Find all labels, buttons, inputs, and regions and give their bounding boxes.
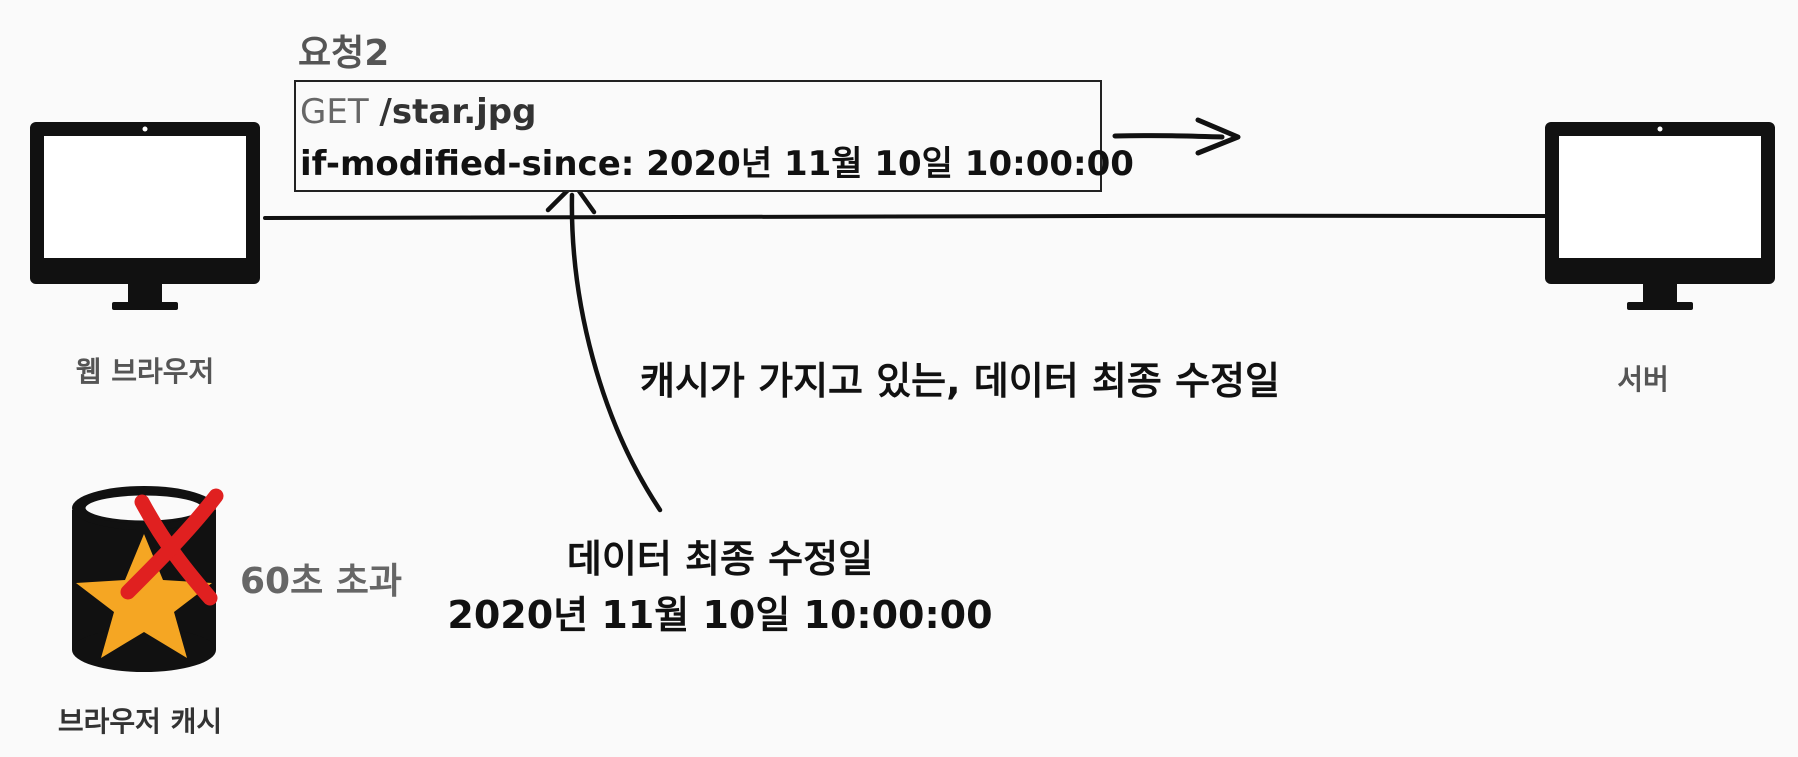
cache-database-icon bbox=[72, 486, 224, 672]
red-cross-icon bbox=[120, 488, 224, 606]
request-arrow-icon bbox=[1112, 117, 1241, 156]
curved-arrow-icon bbox=[545, 181, 663, 513]
request-path: /star.jpg bbox=[379, 92, 537, 132]
request-method: GET bbox=[300, 92, 369, 132]
request-title: 요청2 bbox=[298, 33, 390, 74]
browser-monitor-icon bbox=[30, 122, 260, 310]
stored-date-value: 2020년 11월 10일 10:00:00 bbox=[447, 593, 993, 637]
browser-label: 웹 브라우저 bbox=[75, 355, 215, 388]
star-icon bbox=[76, 534, 212, 658]
cache-label: 브라우저 캐시 bbox=[57, 705, 223, 738]
request-box bbox=[294, 80, 1102, 192]
request-header: if-modified-since: 2020년 11월 10일 10:00:0… bbox=[300, 144, 1134, 184]
cache-status: 60초 초과 bbox=[240, 561, 402, 602]
request-line: GET /star.jpg bbox=[300, 92, 536, 132]
connection-line bbox=[263, 213, 1550, 221]
stored-date-title: 데이터 최종 수정일 bbox=[566, 537, 874, 581]
cache-annotation: 캐시가 가지고 있는, 데이터 최종 수정일 bbox=[640, 359, 1280, 403]
server-monitor-icon bbox=[1545, 122, 1775, 310]
server-label: 서버 bbox=[1617, 363, 1669, 396]
